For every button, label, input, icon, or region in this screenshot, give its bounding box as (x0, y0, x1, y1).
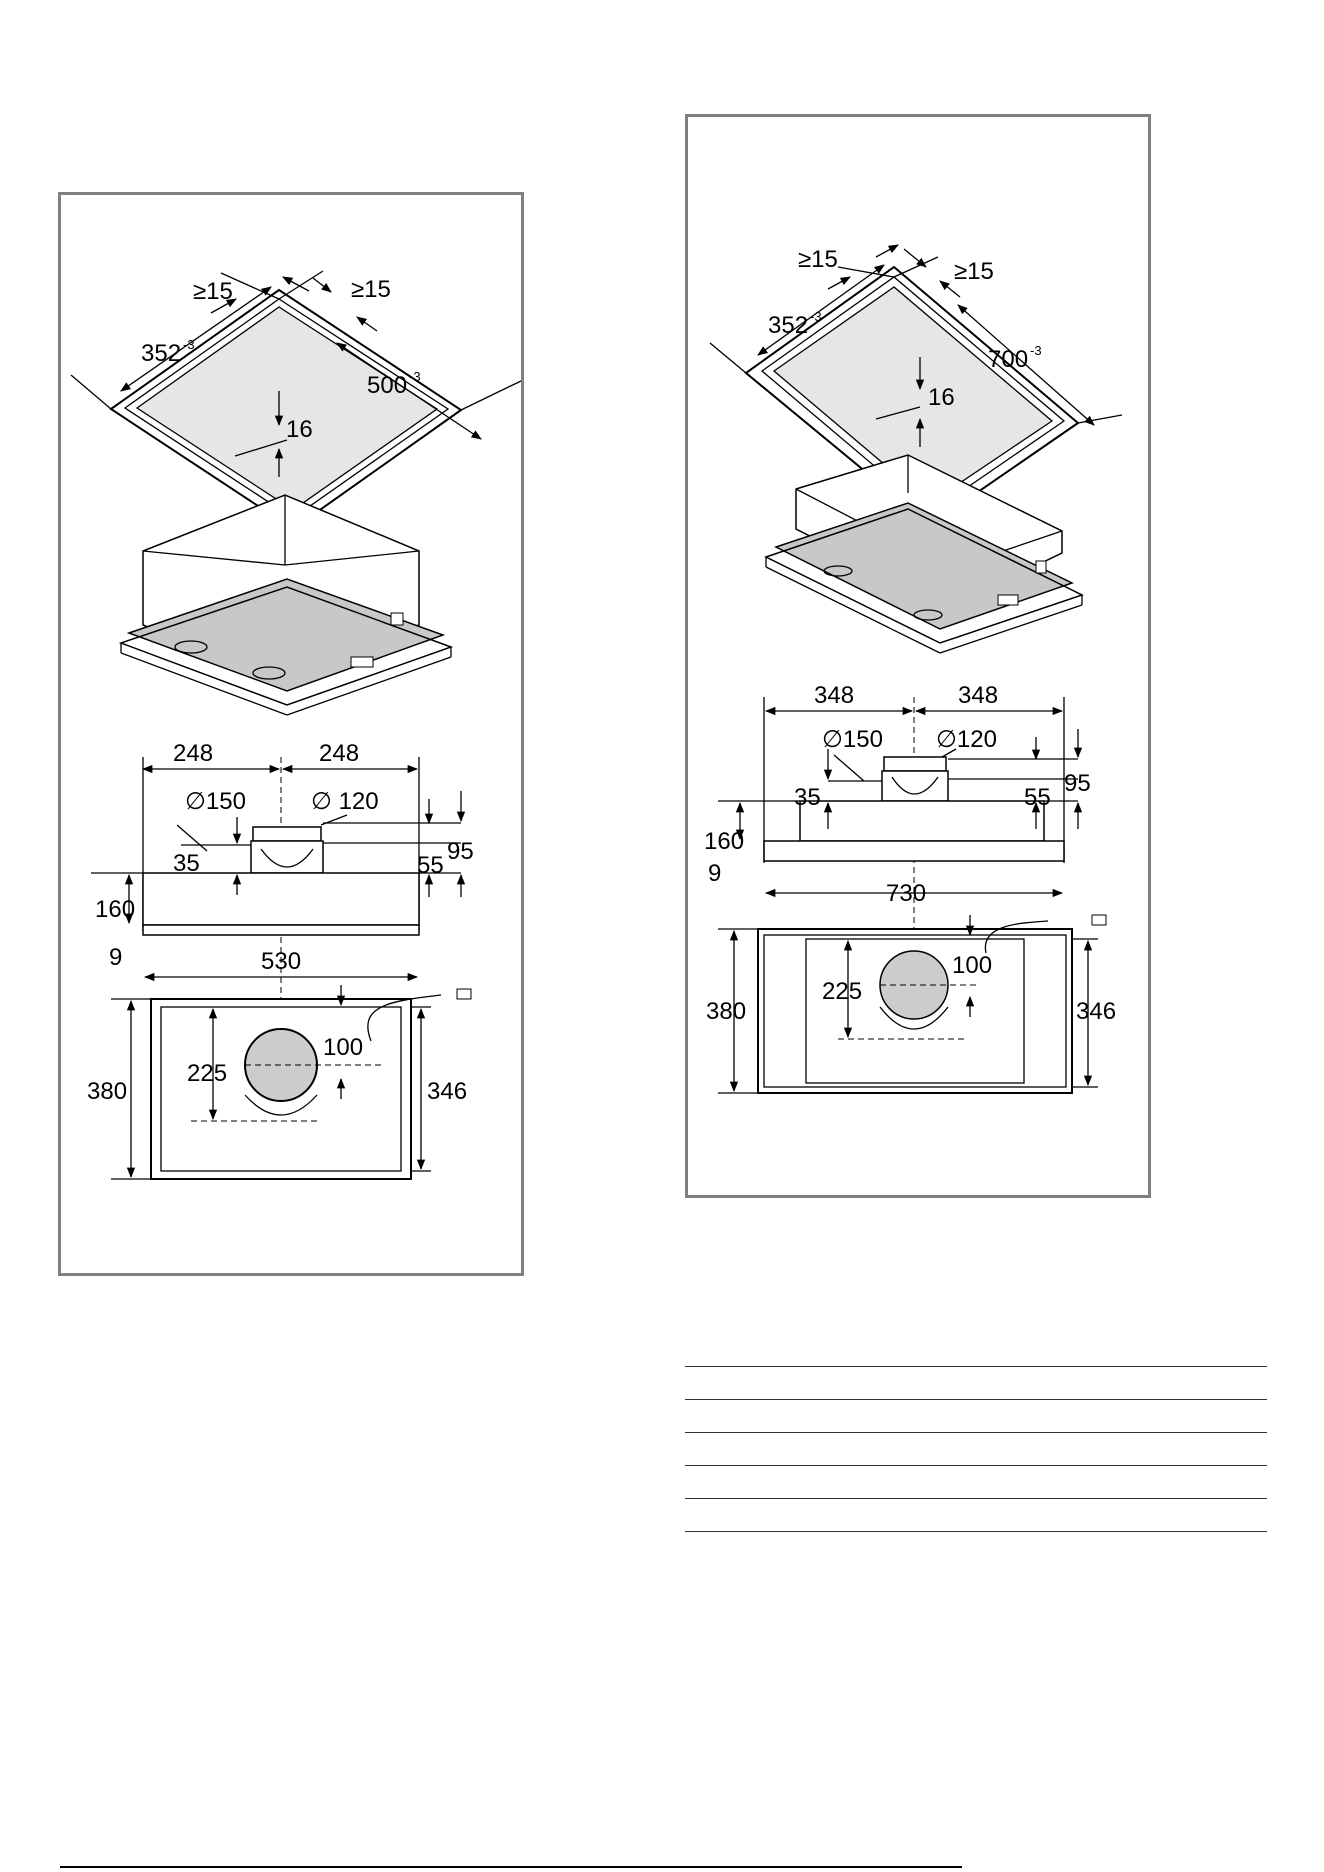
hood-unit (766, 455, 1082, 653)
right-cable-offset: 100 (952, 952, 992, 979)
right-collar: 55 (1024, 784, 1051, 811)
right-panel-thickness: 9 (708, 860, 721, 887)
right-total-collar: 95 (1064, 770, 1091, 797)
installation-diagram-left: ≥15 ≥15 352 -3 500 -3 16 (61, 195, 521, 1273)
diagram-panel-right: ≥15 ≥15 352 -3 700 -3 16 (685, 114, 1151, 1198)
left-clearance-b: ≥15 (351, 276, 391, 303)
left-clearance-a: ≥15 (193, 278, 233, 305)
left-duct-inner: ∅ 120 (311, 788, 379, 815)
right-cutout-depth-tol: -3 (810, 309, 822, 324)
left-height: 160 (95, 896, 135, 923)
right-duct-offset: 225 (822, 978, 862, 1005)
right-height: 160 (704, 828, 744, 855)
right-clearance-b: ≥15 (954, 258, 994, 285)
right-clearance-a: ≥15 (798, 246, 838, 273)
table-rule (685, 1465, 1267, 1498)
right-duct-outer: ∅150 (822, 726, 883, 753)
left-duct-offset: 225 (187, 1060, 227, 1087)
left-cable-offset: 100 (323, 1034, 363, 1061)
left-plan-inner-depth: 346 (427, 1078, 467, 1105)
left-cutout-width: 500 (367, 372, 407, 399)
diagram-panel-left: ≥15 ≥15 352 -3 500 -3 16 (58, 192, 524, 1276)
right-half-width-b: 348 (958, 682, 998, 709)
left-cutout-depth: 352 (141, 340, 181, 367)
left-collar: 55 (417, 852, 444, 879)
left-half-width-b: 248 (319, 740, 359, 767)
right-cutout-width-tol: -3 (1030, 343, 1042, 358)
ceiling-cutout: ≥15 ≥15 352 -3 500 -3 16 (71, 271, 521, 529)
right-plan-depth: 380 (706, 998, 746, 1025)
left-panel-thickness: 9 (109, 944, 122, 971)
table-rule (685, 1432, 1267, 1465)
left-cutout-depth-tol: -3 (183, 337, 195, 352)
left-cutout-thickness: 16 (286, 416, 313, 443)
left-half-width-a: 248 (173, 740, 213, 767)
right-overall-width: 730 (886, 880, 926, 907)
left-total-collar: 95 (447, 838, 474, 865)
left-plan-depth: 380 (87, 1078, 127, 1105)
table-rule (685, 1498, 1267, 1531)
footer-rule (60, 1866, 962, 1868)
left-overall-width: 530 (261, 948, 301, 975)
left-cutout-width-tol: -3 (409, 369, 421, 384)
right-offset: 35 (794, 784, 821, 811)
table-rule (685, 1399, 1267, 1432)
empty-table (685, 1366, 1267, 1532)
plan-view: 380 346 225 100 (87, 985, 471, 1179)
right-cutout-thickness: 16 (928, 384, 955, 411)
right-duct-inner: ∅120 (936, 726, 997, 753)
hood-unit (121, 495, 451, 715)
left-duct-outer: ∅150 (185, 788, 246, 815)
table-rule (685, 1531, 1267, 1532)
right-cutout-depth: 352 (768, 312, 808, 339)
installation-diagram-right: ≥15 ≥15 352 -3 700 -3 16 (688, 117, 1148, 1195)
right-half-width-a: 348 (814, 682, 854, 709)
right-cutout-width: 700 (988, 346, 1028, 373)
table-rule (685, 1366, 1267, 1399)
right-plan-inner-depth: 346 (1076, 998, 1116, 1025)
left-offset: 35 (173, 850, 200, 877)
plan-view: 380 346 225 100 (706, 915, 1116, 1093)
